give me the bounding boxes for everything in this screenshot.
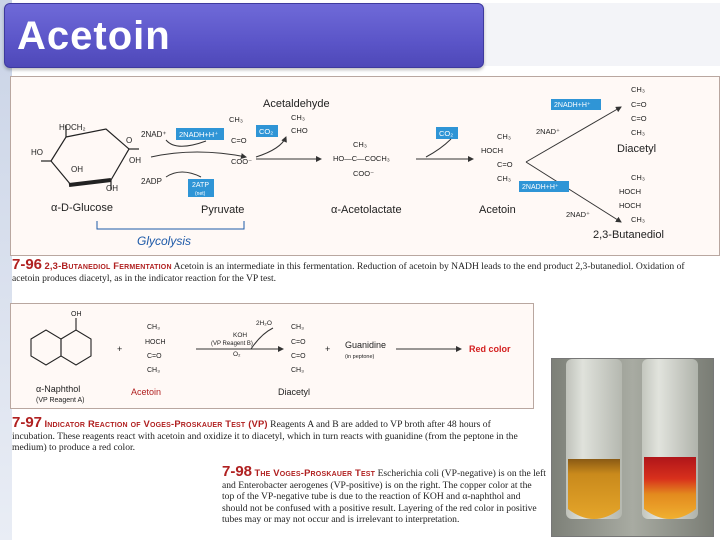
h2o-label: 2H₂O — [256, 320, 272, 327]
nadh-label: 2NADH+H⁺ — [179, 130, 218, 139]
nad-label-3: 2NAD⁺ — [566, 210, 590, 219]
co2-label-2: CO₂ — [439, 129, 453, 138]
svg-text:CH₃: CH₃ — [147, 367, 160, 374]
figure-7-96-number: 7-96 — [12, 256, 43, 273]
nadh-label-2: 2NADH+H⁺ — [554, 102, 591, 109]
figure-7-97-heading: Indicator Reaction of Voges-Proskauer Te… — [44, 418, 268, 429]
nadh-box — [176, 128, 224, 140]
in-peptone-label: (in peptone) — [345, 354, 375, 360]
svg-text:CH₃: CH₃ — [291, 324, 304, 331]
o2-label: O₂ — [233, 351, 241, 358]
svg-text:C=O: C=O — [147, 353, 162, 360]
nad-label: 2NAD⁺ — [141, 130, 167, 139]
glycolysis-label: Glycolysis — [137, 234, 191, 248]
svg-text:+: + — [117, 344, 122, 354]
svg-text:CH₃: CH₃ — [631, 85, 645, 94]
red-color-label: Red color — [469, 344, 511, 354]
co2-box-1 — [256, 125, 278, 137]
slide-title-box: Acetoin — [4, 3, 484, 68]
svg-text:CH₃: CH₃ — [631, 173, 645, 182]
svg-text:CHO: CHO — [291, 126, 308, 135]
glucose-label: α-D-Glucose — [51, 202, 113, 214]
tube-vp-positive — [642, 359, 698, 519]
svg-text:CH₃: CH₃ — [291, 367, 304, 374]
svg-text:CH₃: CH₃ — [353, 140, 367, 149]
acetoin-label-97: Acetoin — [131, 387, 161, 397]
figure-7-98-text: Escherichia coli (VP-negative) is on the… — [222, 468, 546, 526]
svg-text:+: + — [325, 344, 330, 354]
svg-text:HOCH: HOCH — [619, 201, 641, 210]
svg-text:CH₃: CH₃ — [631, 128, 645, 137]
figure-7-96-heading: 2,3-Butanediol Fermentation — [44, 260, 172, 271]
naphthol-structure — [30, 318, 92, 366]
svg-text:C=O: C=O — [497, 160, 513, 169]
slide-background-edge — [0, 0, 12, 540]
reagent-a-label: (VP Reagent A) — [36, 397, 85, 404]
atp-label: 2ATP — [192, 182, 209, 189]
svg-text:HOCH₂: HOCH₂ — [59, 123, 86, 132]
figure-7-97-caption: 7-97 Indicator Reaction of Voges-Proskau… — [12, 414, 532, 454]
svg-text:COO⁻: COO⁻ — [231, 157, 252, 166]
svg-text:HOCH: HOCH — [481, 146, 503, 155]
svg-text:OH: OH — [129, 156, 141, 165]
svg-text:C=O: C=O — [631, 100, 647, 109]
svg-text:C=O: C=O — [291, 339, 306, 346]
svg-text:HO: HO — [31, 148, 43, 157]
diacetyl-label: Diacetyl — [617, 143, 656, 155]
nadh-label-3: 2NADH+H⁺ — [522, 184, 559, 191]
svg-text:OH: OH — [106, 184, 118, 193]
acetolactate-label: α-Acetolactate — [331, 204, 402, 216]
svg-text:C=O: C=O — [631, 114, 647, 123]
svg-text:CH₃: CH₃ — [497, 132, 511, 141]
figure-7-98-caption: 7-98 The Voges-Proskauer Test Escherichi… — [222, 463, 546, 526]
vp-reaction-diagram: OH α-Naphthol (VP Reagent A) + CH₃ HOCH … — [30, 311, 511, 404]
nadh-box-3 — [519, 181, 569, 192]
svg-text:HO—C—COCH₃: HO—C—COCH₃ — [333, 154, 390, 163]
svg-text:HOCH: HOCH — [619, 187, 641, 196]
atp-box — [188, 179, 214, 197]
svg-text:COO⁻: COO⁻ — [353, 169, 374, 178]
figure-7-96-caption: 7-96 2,3-Butanediol Fermentation Acetoin… — [12, 256, 712, 284]
svg-text:CH₃: CH₃ — [291, 113, 305, 122]
svg-text:CH₃: CH₃ — [229, 115, 243, 124]
guanidine-label: Guanidine — [345, 340, 386, 350]
vp-test-tubes-photo — [551, 358, 714, 537]
figure-7-98-heading: The Voges-Proskauer Test — [254, 467, 376, 478]
slide-title: Acetoin — [17, 14, 171, 58]
figure-7-96-diagram: HOCH₂ HO OH O OH OH α-D-Glucose 2NAD⁺ 2N… — [10, 76, 720, 256]
nadh-box-2 — [551, 99, 601, 110]
title-bar-right — [482, 3, 720, 66]
svg-text:CH₃: CH₃ — [147, 324, 160, 331]
figure-7-96-text: Acetoin is an intermediate in this ferme… — [12, 261, 685, 284]
co2-box-2 — [436, 127, 458, 139]
nad-label-2: 2NAD⁺ — [536, 127, 560, 136]
figure-7-97-diagram: OH α-Naphthol (VP Reagent A) + CH₃ HOCH … — [10, 303, 534, 409]
acetoin-label: Acetoin — [479, 204, 516, 216]
tube-vp-negative — [566, 359, 622, 519]
figure-7-97-text: Reagents A and B are added to VP broth a… — [12, 419, 518, 454]
figure-7-98-number: 7-98 — [222, 463, 253, 480]
diacetyl-label-97: Diacetyl — [278, 387, 310, 397]
koh-label: KOH — [233, 332, 247, 339]
butanediol-pathway-diagram: HOCH₂ HO OH O OH OH α-D-Glucose 2NAD⁺ 2N… — [31, 85, 664, 248]
naphthol-label: α-Naphthol — [36, 384, 80, 394]
svg-text:CH₃: CH₃ — [497, 174, 511, 183]
svg-text:O: O — [126, 136, 132, 145]
glucose-structure — [41, 125, 139, 190]
svg-text:OH: OH — [71, 311, 82, 318]
pyruvate-label: Pyruvate — [201, 204, 244, 216]
butanediol-label: 2,3-Butanediol — [593, 229, 664, 241]
reagent-b-label: (VP Reagent B) — [211, 341, 253, 347]
svg-text:CH₃: CH₃ — [631, 215, 645, 224]
svg-text:C=O: C=O — [291, 353, 306, 360]
acetaldehyde-label: Acetaldehyde — [263, 98, 330, 110]
svg-text:HOCH: HOCH — [145, 339, 166, 346]
co2-label-1: CO₂ — [259, 127, 273, 136]
svg-text:OH: OH — [71, 165, 83, 174]
atp-net-label: (net) — [195, 191, 206, 197]
figure-7-97-number: 7-97 — [12, 414, 43, 431]
adp-label: 2ADP — [141, 177, 162, 186]
svg-text:C=O: C=O — [231, 136, 247, 145]
